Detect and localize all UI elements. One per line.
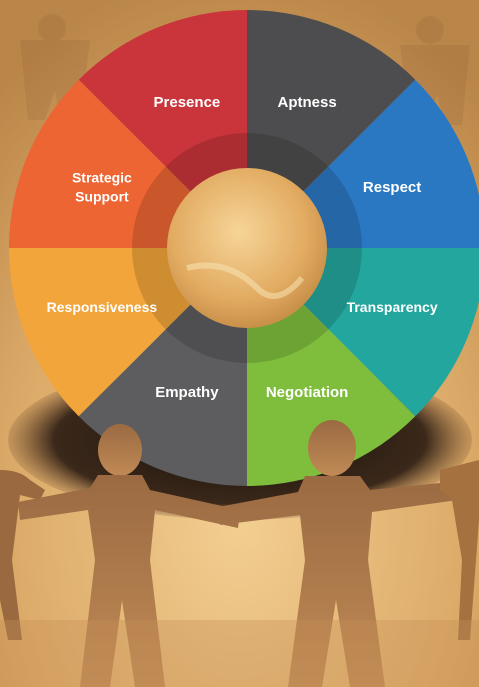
hub-map-texture [186, 262, 305, 299]
label-aptness: Aptness [278, 94, 337, 111]
paper-figures [0, 420, 479, 687]
label-presence: Presence [154, 94, 221, 111]
label-line: Negotiation [266, 384, 349, 401]
label-line: Empathy [155, 384, 219, 401]
label-line: Support [75, 188, 129, 204]
label-respect: Respect [363, 179, 421, 196]
label-empathy: Empathy [155, 384, 219, 401]
label-line: Presence [154, 94, 221, 111]
label-line: Transparency [347, 299, 438, 315]
wheel: Presence AptnessRespectTransparencyNegoti… [9, 10, 479, 486]
figure-right-edge [440, 460, 479, 640]
label-line: Responsiveness [47, 299, 158, 315]
hub [167, 168, 327, 328]
label-responsiveness: Responsiveness [47, 299, 158, 315]
figure-center-right [218, 420, 472, 687]
figure-left-edge [0, 470, 45, 640]
figure-center-left [18, 424, 240, 687]
label-negotiation: Negotiation [266, 384, 349, 401]
label-line: Strategic [72, 169, 132, 185]
label-line: Aptness [278, 94, 337, 111]
label-line: Respect [363, 179, 421, 196]
label-transparency: Transparency [347, 299, 438, 315]
